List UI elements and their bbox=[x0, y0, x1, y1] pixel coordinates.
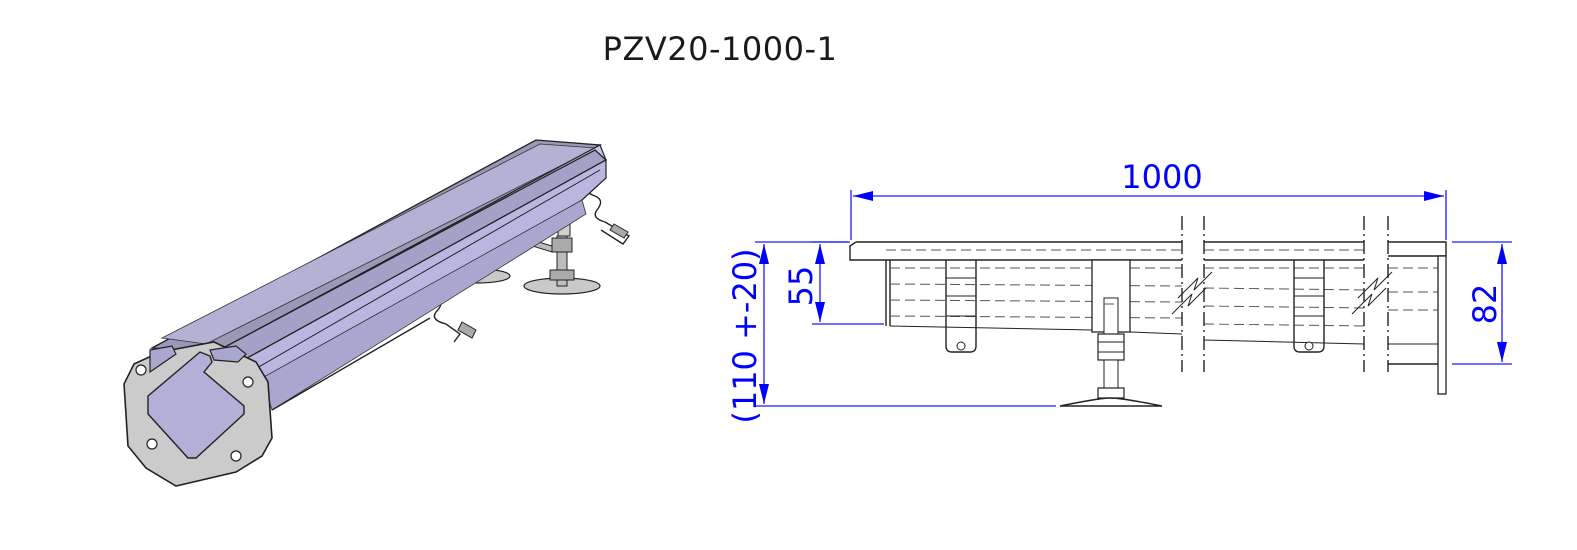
leveling-foot bbox=[1059, 259, 1163, 407]
dimension-slot-depth-label: 55 bbox=[782, 266, 820, 307]
channel-profile bbox=[149, 139, 608, 411]
drawing-title: PZV20-1000-1 bbox=[602, 30, 838, 68]
clip-right bbox=[1293, 260, 1325, 353]
bolt-hole-icon bbox=[146, 438, 158, 450]
dimension-adjustable-height: (110 +-20) bbox=[726, 241, 1056, 424]
dimension-adjustable-height-label: (110 +-20) bbox=[726, 248, 764, 423]
dimension-length-label: 1000 bbox=[1121, 158, 1202, 196]
dimension-channel-height: 82 bbox=[1452, 241, 1512, 365]
side-view bbox=[849, 216, 1447, 407]
bolt-hole-icon bbox=[135, 364, 147, 376]
bolt-hole-icon bbox=[230, 450, 242, 462]
dimension-slot-depth: 55 bbox=[782, 241, 884, 325]
end-plate bbox=[123, 341, 273, 487]
isometric-view bbox=[123, 139, 631, 487]
bolt-hole-icon bbox=[242, 376, 254, 388]
clip-left bbox=[945, 260, 977, 353]
dimension-channel-height-label: 82 bbox=[1466, 284, 1504, 325]
dimension-length: 1000 bbox=[850, 158, 1447, 240]
